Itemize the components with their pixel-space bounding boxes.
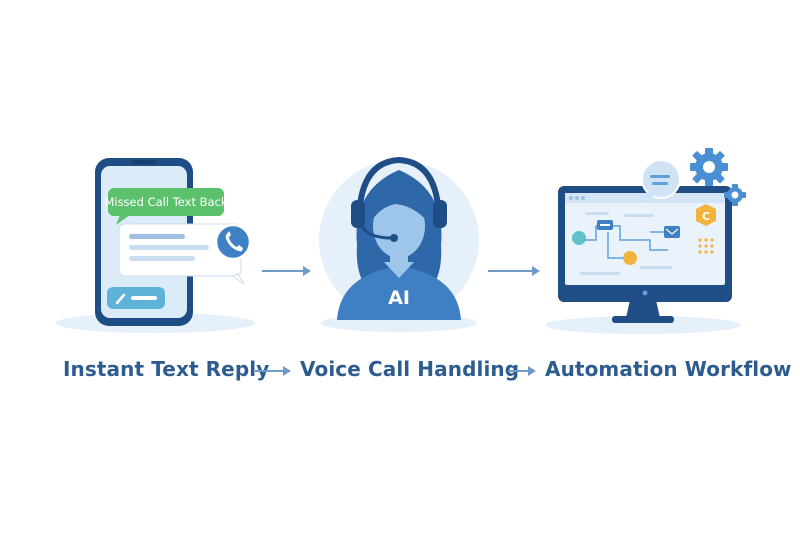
phone-call-icon <box>214 223 252 261</box>
step-label-voice-call-handling: Voice Call Handling <box>300 357 520 381</box>
caption-arrow-2 <box>508 366 536 376</box>
agent-badge-label: AI <box>388 287 410 309</box>
caption-arrow-1 <box>255 366 291 376</box>
phone-input-bar <box>107 287 165 309</box>
workflow-node-orange <box>623 251 637 265</box>
monitor-illustration: C <box>545 186 741 334</box>
step-label-instant-text-reply: Instant Text Reply <box>63 357 270 381</box>
message-card <box>118 223 245 285</box>
chat-bubble-icon <box>641 159 681 202</box>
missed-call-bubble-label: Missed Call Text Back <box>104 195 227 209</box>
dot-grid <box>698 238 714 254</box>
missed-call-bubble: Missed Call Text Back <box>104 188 228 225</box>
hex-badge-glyph: C <box>702 210 710 223</box>
phone-notch <box>131 160 157 164</box>
monitor-screen <box>565 193 725 285</box>
workflow-node-start <box>572 231 586 245</box>
arrow-agent-to-monitor <box>488 266 540 276</box>
gear-icon <box>690 148 728 186</box>
step-label-automation-workflow: Automation Workflow <box>545 357 792 381</box>
phone-illustration: Missed Call Text Back <box>55 158 255 333</box>
agent-illustration: AI <box>319 156 479 332</box>
small-gear-icon <box>724 184 746 206</box>
arrow-phone-to-agent <box>262 266 311 276</box>
monitor-shadow <box>545 316 741 334</box>
